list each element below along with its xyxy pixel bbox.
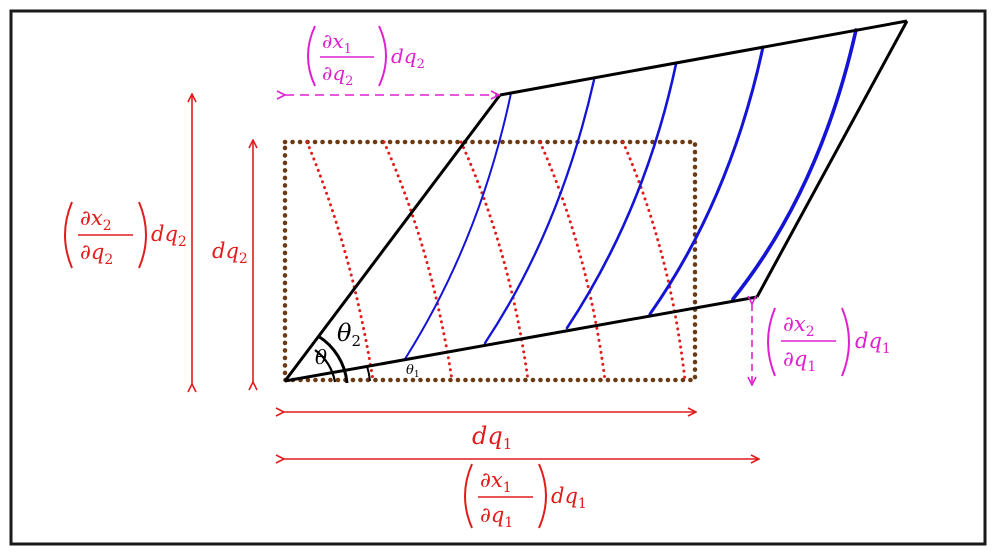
dx1dq1-label: ∂x1 ∂q1 dq1	[464, 463, 587, 531]
dx2dq2-label: ∂x2 ∂q2 dq2	[64, 201, 187, 269]
parallelogram-right-edge	[755, 20, 909, 298]
blue-curve-5	[731, 28, 858, 301]
dx1dq1-numerator: ∂x1	[480, 468, 512, 496]
dq1-label: dq1	[472, 422, 512, 453]
dx1dq2-denominator: ∂q2	[322, 61, 353, 89]
red-curve-3	[459, 140, 530, 382]
theta1-label: θ1	[406, 363, 420, 380]
dx2dq2-denominator: ∂q2	[80, 240, 113, 268]
theta1-arc	[366, 365, 371, 382]
dx1dq1-denominator: ∂q1	[480, 503, 513, 531]
parallelogram-top-edge	[499, 19, 908, 97]
dx2dq1-label: ∂x2 ∂q1 dq1	[767, 307, 891, 377]
dq2-label: dq2	[212, 239, 248, 267]
blue-curve-1	[404, 92, 512, 360]
dx1dq2-numerator: ∂x1	[322, 29, 352, 57]
parallelogram-left-edge	[283, 94, 502, 382]
outer-frame	[9, 9, 987, 546]
reference-rectangle	[282, 139, 698, 383]
dx1dq1-tail: dq1	[551, 484, 587, 512]
dx2dq2-tail: dq2	[151, 222, 187, 250]
dx1dq2-left-paren	[307, 25, 316, 87]
theta-label: θ	[315, 345, 327, 369]
theta2-arc	[317, 334, 349, 384]
dx1dq2-tail: dq2	[391, 44, 425, 72]
red-curve-1	[305, 140, 375, 382]
dx1dq2-right-paren	[378, 25, 387, 87]
parallelogram-bottom-edge	[284, 295, 758, 383]
parallelogram	[283, 19, 909, 383]
dx2dq1-tail: dq1	[855, 329, 891, 357]
theta2-label: θ2	[337, 319, 361, 350]
dx2dq1-denominator: ∂q1	[783, 347, 816, 375]
red-curve-4	[538, 140, 607, 382]
dx2dq1-numerator: ∂x2	[783, 312, 815, 340]
dx2dq2-left-paren	[64, 201, 73, 269]
red-dotted-curves	[305, 140, 687, 382]
dx1dq1-right-paren	[538, 463, 547, 529]
blue-curves	[404, 28, 858, 360]
dx2dq1-left-paren	[767, 307, 776, 377]
dx2dq2-numerator: ∂x2	[80, 206, 112, 234]
blue-curve-3	[565, 62, 678, 330]
blue-curve-2	[483, 78, 596, 345]
dx1dq1-left-paren	[464, 463, 473, 529]
red-curve-5	[621, 140, 687, 382]
dx1dq2-label: ∂x1 ∂q2 dq2	[307, 25, 425, 89]
theta-arc	[314, 349, 337, 383]
red-curve-2	[382, 140, 454, 382]
dx2dq1-right-paren	[841, 307, 850, 377]
dx2dq2-right-paren	[138, 201, 147, 269]
blue-curve-4	[648, 45, 765, 316]
